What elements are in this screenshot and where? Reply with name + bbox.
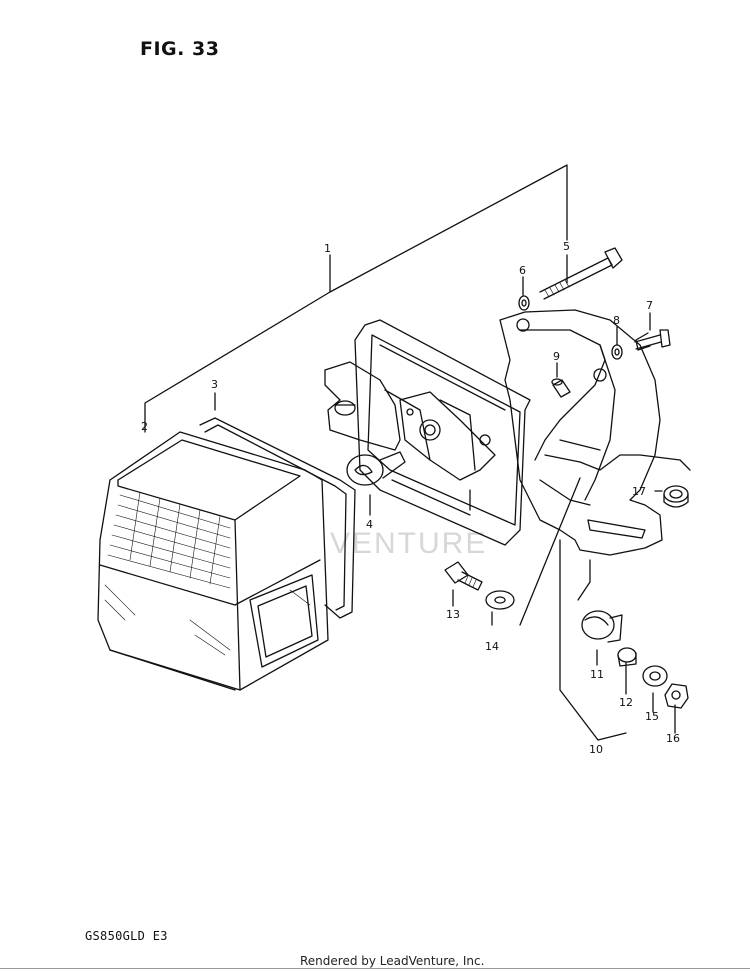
leader-lines [144,164,676,741]
rubber-cushion-11 [581,610,623,643]
washer-8 [611,344,623,360]
model-code: GS850GLD E3 [85,929,168,943]
reflector-plate [324,361,401,451]
callout-1: 1 [324,242,331,255]
callout-11: 11 [590,668,604,681]
washer-14 [485,590,515,610]
callout-12: 12 [619,696,633,709]
callout-labels: 1 2 3 4 5 6 7 8 9 10 11 12 13 14 15 16 1… [141,240,680,756]
footer-divider [0,968,750,969]
lens-gasket [199,417,356,619]
render-credit: Rendered by LeadVenture, Inc. [300,954,485,968]
bolt-13 [444,561,483,591]
callout-7: 7 [646,299,653,312]
callout-8: 8 [613,314,620,327]
bulb [346,451,406,486]
callout-10: 10 [589,743,603,756]
lamp-housing [354,319,531,546]
mounting-bracket [499,309,691,556]
callout-17: 17 [632,485,646,498]
watermark-text: VENTURE [330,527,487,560]
collar-12 [617,647,637,667]
callout-4: 4 [366,518,373,531]
tail-lamp-lens [97,431,329,691]
callout-14: 14 [485,640,499,653]
washer-6 [518,295,530,311]
lens-hatching [104,491,311,656]
callout-3: 3 [211,378,218,391]
screw-7 [634,329,671,351]
callout-16: 16 [666,732,680,745]
grommet-17 [663,485,689,508]
callout-9: 9 [553,350,560,363]
callout-13: 13 [446,608,460,621]
callout-6: 6 [519,264,526,277]
callout-15: 15 [645,710,659,723]
callout-2: 2 [141,420,148,433]
spacer-9 [551,378,571,398]
callout-5: 5 [563,240,570,253]
long-bolt [539,247,623,300]
figure-title: FIG. 33 [140,38,220,60]
bulb-socket [399,391,496,481]
washer-15 [642,665,668,687]
nut-16 [664,683,689,709]
